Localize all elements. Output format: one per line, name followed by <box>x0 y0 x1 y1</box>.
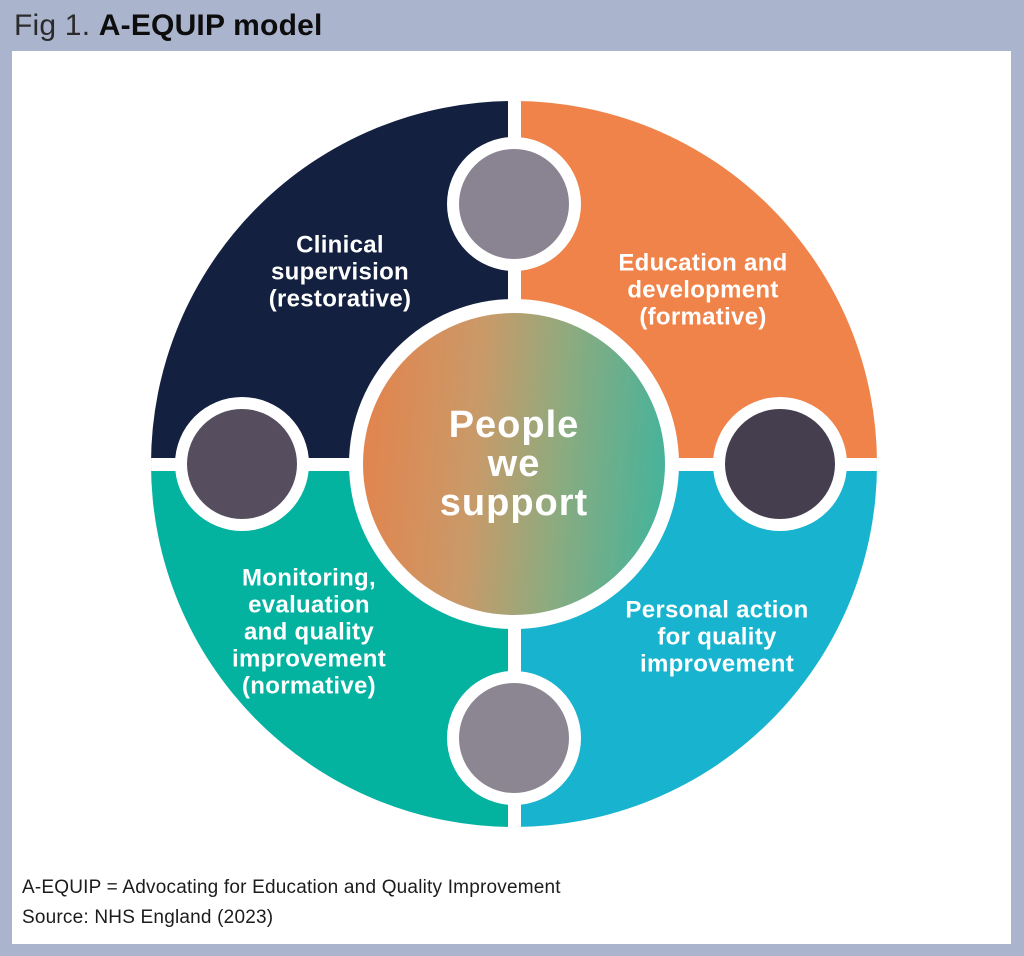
footnote: A-EQUIP = Advocating for Education and Q… <box>22 873 561 933</box>
center-label-line: we <box>487 442 541 485</box>
label-line: improvement <box>231 645 387 673</box>
figure-label: Fig 1. <box>14 9 99 42</box>
connector-node-left-circle <box>187 409 297 519</box>
connector-node-right <box>713 397 847 531</box>
footnote-definition: A-EQUIP = Advocating for Education and Q… <box>22 877 561 898</box>
label-line: Education and <box>618 249 788 277</box>
label-line: for quality <box>657 623 777 651</box>
label-clinical-supervision: Clinical supervision (restorative) <box>269 232 412 313</box>
figure-name: A-EQUIP model <box>98 9 323 42</box>
center-label-line: support <box>439 481 589 524</box>
label-line: and quality <box>244 618 374 646</box>
label-line: evaluation <box>248 591 370 619</box>
center-circle-people-we-support: People we support <box>363 313 665 615</box>
label-line: Clinical <box>296 231 384 259</box>
footnote-source: Source: NHS England (2023) <box>22 907 274 928</box>
connector-node-bottom-circle <box>459 683 569 793</box>
label-education-development: Education and development (formative) <box>618 250 787 331</box>
label-line: Personal action <box>625 596 809 624</box>
label-line: development <box>627 276 779 304</box>
label-monitoring-evaluation: Monitoring, evaluation and quality impro… <box>232 565 386 700</box>
label-line: (restorative) <box>268 285 412 313</box>
label-personal-action: Personal action for quality improvement <box>625 597 808 678</box>
label-line: Monitoring, <box>242 564 376 592</box>
connector-node-left <box>175 397 309 531</box>
center-circle-ring: People we support <box>349 299 679 629</box>
aequip-model-circle: Clinical supervision (restorative) Educa… <box>151 101 877 827</box>
center-label-line: People <box>448 403 580 446</box>
label-line: improvement <box>639 650 795 678</box>
connector-node-right-circle <box>725 409 835 519</box>
label-line: (formative) <box>639 303 767 331</box>
connector-node-top <box>447 137 581 271</box>
connector-node-bottom <box>447 671 581 805</box>
label-line: (normative) <box>241 672 376 700</box>
figure-title: Fig 1. A-EQUIP model <box>14 6 323 46</box>
diagram-panel: Clinical supervision (restorative) Educa… <box>12 51 1011 944</box>
connector-node-top-circle <box>459 149 569 259</box>
label-line: supervision <box>270 258 409 286</box>
